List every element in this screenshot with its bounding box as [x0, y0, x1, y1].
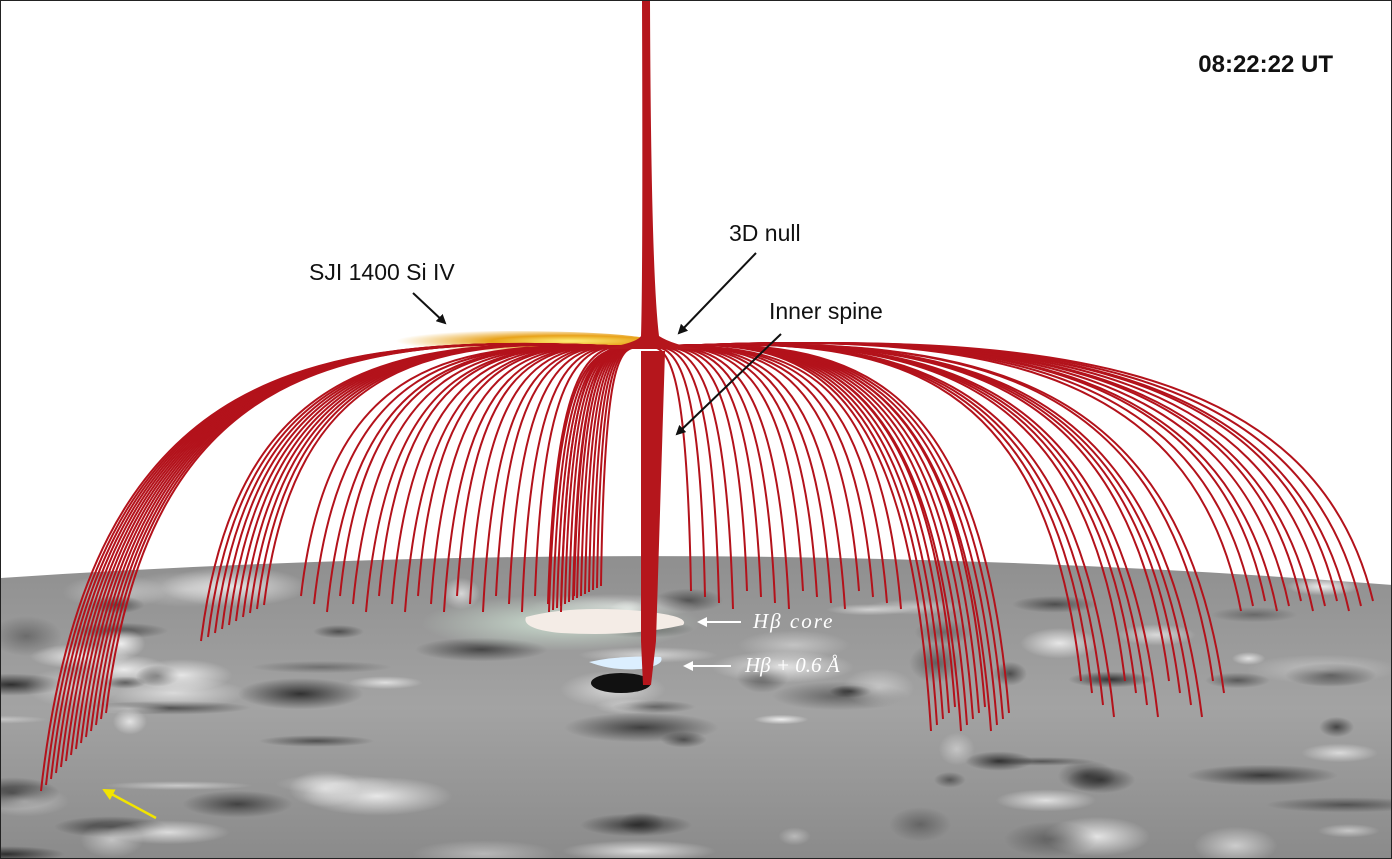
magnetogram-blob: [889, 807, 952, 842]
inner-spine-label: Inner spine: [769, 298, 883, 324]
magnetogram-blob: [1, 715, 49, 724]
magnetogram-blob: [1193, 826, 1278, 858]
magnetogram-blob: [1020, 627, 1099, 659]
field-line: [596, 346, 642, 589]
null-point-label: 3D null: [729, 220, 801, 246]
magnetogram-blob: [1003, 821, 1097, 858]
magnetogram-blob: [710, 650, 855, 683]
inner-spine: [641, 351, 665, 685]
magnetogram-blob: [965, 751, 1033, 771]
sji-label: SJI 1400 Si IV: [309, 259, 455, 285]
magnetogram-blob: [564, 712, 719, 743]
magnetogram-blob: [826, 604, 913, 616]
magnetogram-blob: [258, 735, 375, 747]
spine-footpoint-dark: [591, 673, 651, 693]
magnetogram-blob: [1, 616, 62, 657]
field-line: [640, 341, 1374, 602]
magnetogram-blob: [411, 840, 556, 858]
magnetogram-blob: [275, 773, 395, 795]
magnetogram-blob: [1, 786, 70, 817]
magnetogram-blob: [995, 789, 1097, 812]
magnetogram-blob: [933, 771, 966, 788]
magnetogram-blob: [1301, 743, 1378, 763]
field-line: [640, 345, 804, 592]
magnetogram-blob: [313, 624, 364, 639]
timestamp-label: 08:22:22 UT: [1198, 51, 1333, 78]
magnetogram-blob: [562, 840, 717, 858]
magnetogram-blob: [842, 668, 915, 707]
magnetogram-blob: [182, 790, 293, 818]
magnetogram-blob: [1245, 654, 1391, 684]
magnetogram-blob: [1210, 607, 1298, 623]
field-line: [263, 343, 642, 606]
magnetogram-blob: [993, 661, 1027, 686]
magnetogram-blob: [237, 678, 364, 710]
magnetogram-blob: [107, 820, 230, 845]
magnetogram-blob: [1319, 716, 1355, 738]
magnetogram-blob: [753, 714, 809, 725]
field-line: [640, 345, 902, 610]
magnetogram-blob: [1186, 764, 1338, 786]
magnetogram-blob: [938, 732, 975, 766]
magnetogram-blob: [778, 827, 811, 846]
magnetogram-blob: [1317, 824, 1380, 838]
hbeta-core-label: Hβ core: [753, 609, 835, 633]
magnetogram-blob: [612, 700, 696, 714]
outer-spine: [601, 1, 701, 349]
magnetogram-blob: [619, 811, 665, 836]
magnetogram-blob: [1057, 760, 1116, 792]
field-line: [640, 343, 1225, 694]
magnetogram-blob: [131, 659, 233, 692]
null-arrow: [677, 252, 757, 335]
magnetogram-blob: [103, 781, 253, 791]
magnetogram-blob: [1, 846, 65, 858]
magnetogram-blob: [112, 708, 147, 735]
field-line: [105, 342, 642, 714]
magnetogram-blob: [251, 660, 392, 674]
magnetogram-blob: [1265, 797, 1391, 813]
yellow-marker-arrow: [102, 788, 157, 820]
sji-arrow: [412, 292, 447, 325]
hbeta-wing-label: Hβ + 0.6 Å: [745, 653, 840, 677]
magnetogram-blob: [347, 676, 423, 690]
inner-spine-arrow: [675, 333, 782, 436]
